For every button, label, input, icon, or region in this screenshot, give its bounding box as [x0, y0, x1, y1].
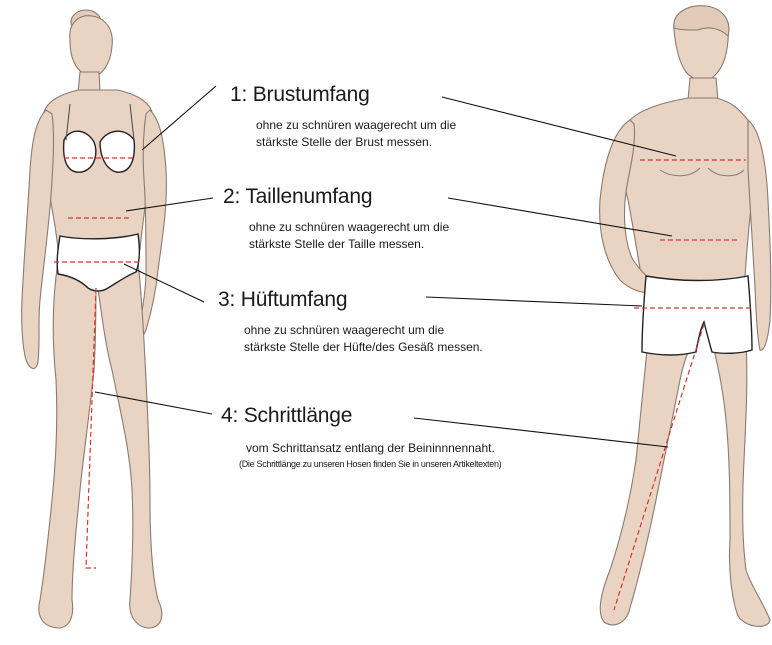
measurement-inseam: 4: Schrittlänge vom Schrittansatz entlan… — [221, 404, 501, 470]
male-neck — [688, 78, 718, 100]
description-line: stärkste Stelle der Hüfte/des Gesäß mess… — [244, 339, 483, 356]
description-line: ohne zu schnüren waagerecht um die — [244, 322, 483, 339]
male-left-leg — [600, 340, 694, 625]
female-bra-left-cup — [64, 131, 96, 172]
measurement-description: vom Schrittansatz entlang der Beininnnen… — [246, 440, 501, 457]
description-line: stärkste Stelle der Taille messen. — [249, 236, 449, 253]
female-neck — [78, 72, 100, 92]
measurement-hip: 3: Hüftumfang ohne zu schnüren waagerech… — [218, 288, 483, 356]
male-shorts — [642, 276, 752, 355]
description-line: stärkste Stelle der Brust messen. — [256, 134, 456, 151]
male-torso — [622, 98, 757, 298]
description-line: vom Schrittansatz entlang der Beininnnen… — [246, 440, 501, 457]
measurement-description: ohne zu schnüren waagerecht um die stärk… — [249, 219, 449, 253]
measurement-title: 1: Brustumfang — [230, 83, 456, 107]
female-left-leg — [39, 262, 96, 628]
measurement-title: 4: Schrittlänge — [221, 404, 501, 428]
measurement-note: (Die Schrittlänge zu unseren Hosen finde… — [239, 458, 501, 470]
female-left-arm — [22, 110, 54, 369]
measurement-waist: 2: Taillenumfang ohne zu schnüren waager… — [223, 185, 449, 253]
measurement-bust: 1: Brustumfang ohne zu schnüren waagerec… — [230, 83, 456, 151]
male-right-leg — [712, 340, 770, 626]
measurement-description: ohne zu schnüren waagerecht um die stärk… — [256, 117, 456, 151]
description-line: ohne zu schnüren waagerecht um die — [249, 219, 449, 236]
measurement-title: 3: Hüftumfang — [218, 288, 483, 312]
male-figure — [600, 6, 771, 627]
leader-inseam-female — [95, 392, 212, 414]
description-line: ohne zu schnüren waagerecht um die — [256, 117, 456, 134]
female-right-leg — [96, 262, 162, 628]
measurement-description: ohne zu schnüren waagerecht um die stärk… — [244, 322, 483, 356]
measurement-title: 2: Taillenumfang — [223, 185, 449, 209]
female-figure — [22, 10, 167, 628]
female-head — [70, 16, 113, 77]
